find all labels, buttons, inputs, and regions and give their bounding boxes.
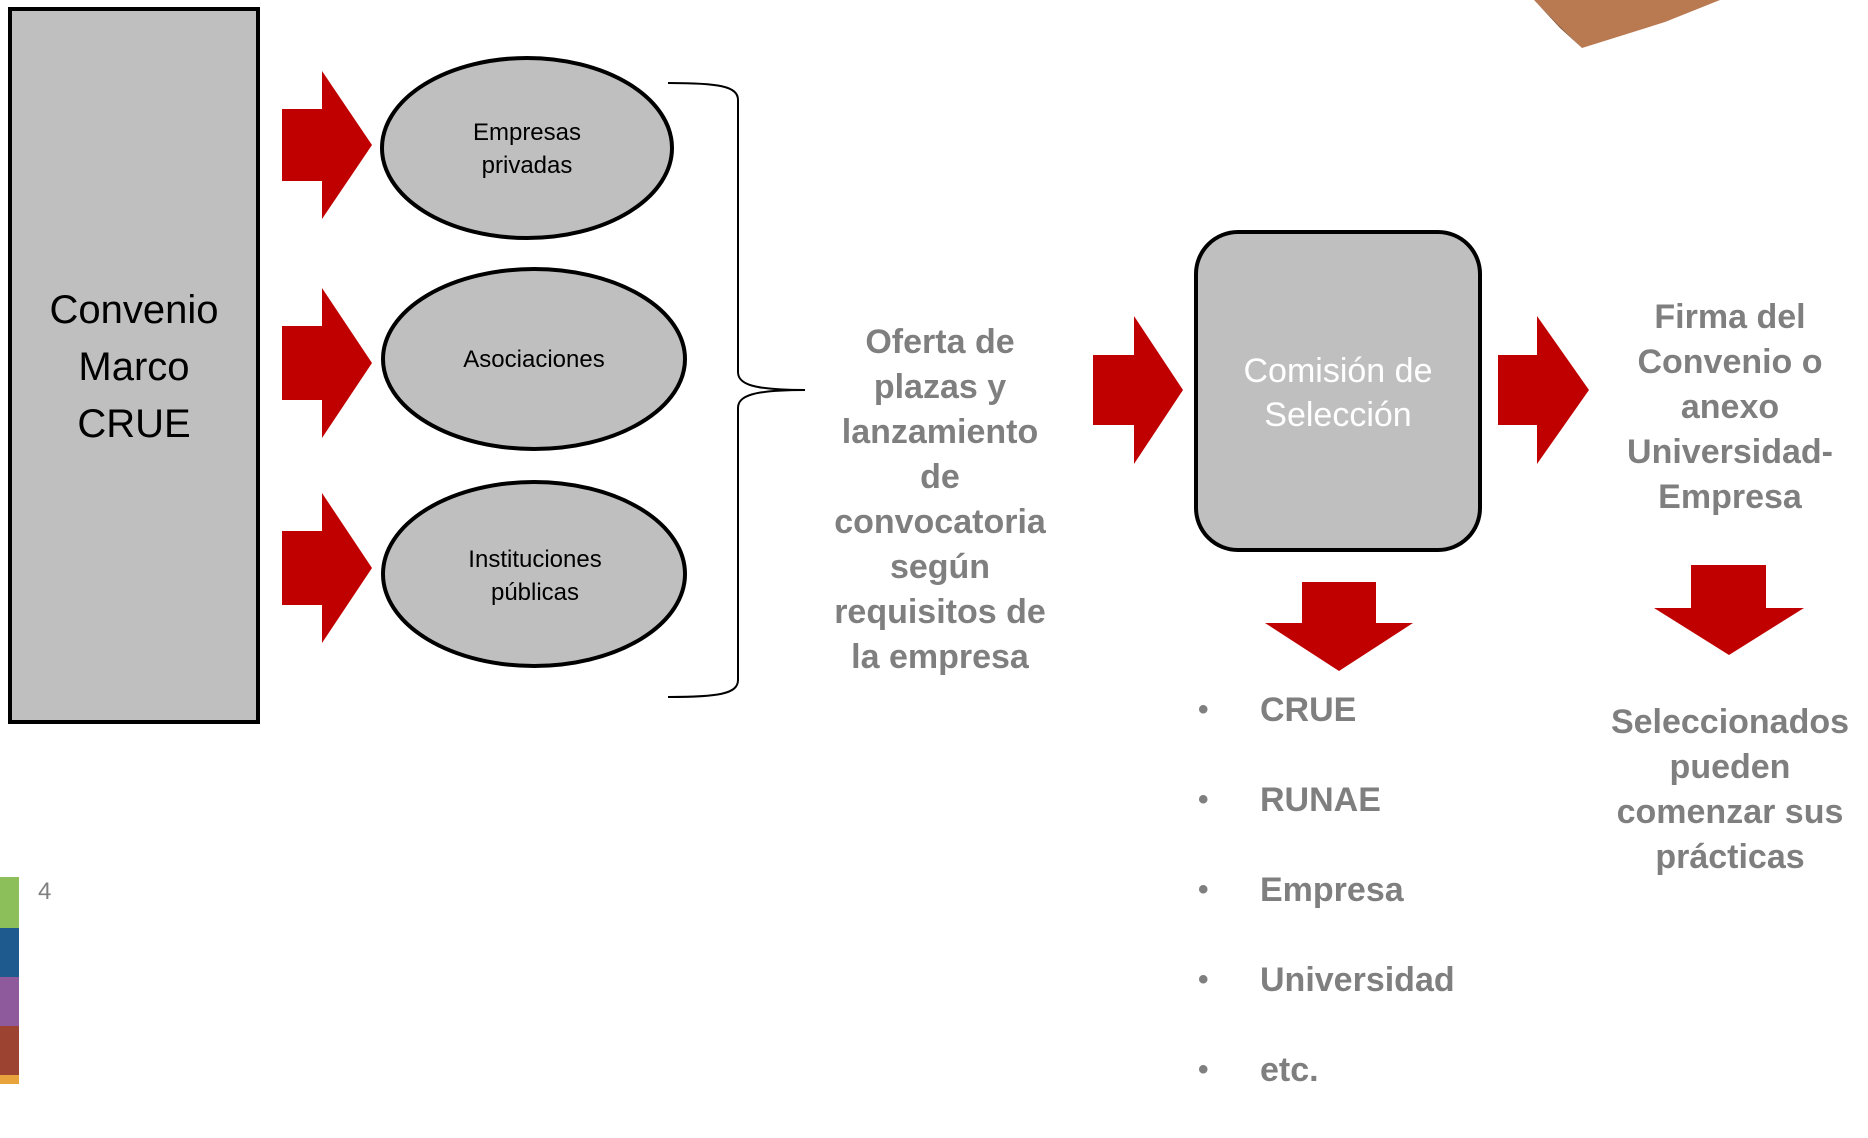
commission-line: Comisión de — [1243, 352, 1433, 390]
arrow-down-icon — [1265, 582, 1413, 671]
offer-line: plazas y — [873, 368, 1007, 406]
partner-line: Empresas — [472, 119, 582, 146]
arrow-right-icon — [282, 71, 372, 219]
arrow-right-icon — [282, 493, 372, 643]
signing-line: Firma del — [1654, 298, 1806, 336]
color-strip-segment — [0, 928, 19, 977]
member-name: RUNAE — [1260, 781, 1381, 819]
signing-line: Convenio o — [1637, 343, 1823, 381]
offer-line: convocatoria — [834, 503, 1046, 541]
corner-decoration — [1534, 0, 1720, 48]
color-strip-segment — [0, 1026, 19, 1075]
partner-line: Instituciones — [468, 546, 602, 573]
arrow-right-icon — [282, 288, 372, 438]
partner-line: públicas — [490, 579, 580, 606]
corner-decoration-shade — [1534, 0, 1582, 48]
bullet-icon: • — [1198, 693, 1209, 726]
member-name: Universidad — [1260, 961, 1455, 999]
partner-line: privadas — [481, 152, 573, 179]
grouping-brace — [667, 82, 806, 698]
offer-line: según — [889, 548, 991, 586]
bullet-icon: • — [1198, 1053, 1209, 1086]
member-name: CRUE — [1260, 691, 1357, 729]
framework-label: Convenio Marco CRUE — [10, 282, 258, 453]
commission-label: Comisión de Selección — [1196, 349, 1480, 437]
arrow-right-icon — [1498, 316, 1589, 464]
member-name: etc. — [1260, 1051, 1319, 1089]
color-strip-segment — [0, 1075, 19, 1084]
bullet-icon: • — [1198, 873, 1209, 906]
color-strip-segment — [0, 977, 19, 1026]
commission-box — [1194, 230, 1482, 552]
signing-line: anexo — [1680, 388, 1780, 426]
signing-line: Universidad- — [1627, 433, 1833, 471]
flow-diagram: Convenio Marco CRUE Empresas privadas As… — [0, 0, 1868, 1089]
member-name: Empresa — [1260, 871, 1404, 909]
list-item: • etc. — [1198, 1048, 1455, 1138]
outcome-line: pueden — [1669, 748, 1791, 786]
outcome-line: prácticas — [1655, 838, 1805, 876]
slide-number: 4 — [38, 878, 52, 905]
partner-oval — [381, 267, 687, 451]
commission-line: Selección — [1264, 396, 1412, 434]
signing-label: Firma del Convenio o anexo Universidad- … — [1590, 295, 1868, 520]
partner-oval — [380, 56, 674, 240]
list-item: • RUNAE — [1198, 778, 1455, 868]
framework-line: CRUE — [77, 402, 191, 446]
bullet-icon: • — [1198, 783, 1209, 816]
partner-arrows — [282, 71, 372, 643]
offer-line: la empresa — [851, 638, 1029, 676]
partner-label-associations: Asociaciones — [434, 343, 634, 376]
offer-line: requisitos de — [834, 593, 1046, 631]
color-strip-segment — [0, 877, 19, 928]
outcome-line: comenzar sus — [1616, 793, 1844, 831]
arrow-right-icon — [1093, 316, 1183, 464]
signing-line: Empresa — [1658, 478, 1802, 516]
outcome-label: Seleccionados pueden comenzar sus prácti… — [1585, 700, 1868, 880]
bullet-icon: • — [1198, 963, 1209, 996]
outcome-line: Seleccionados — [1610, 703, 1850, 741]
offer-label: Oferta de plazas y lanzamiento de convoc… — [810, 320, 1070, 680]
framework-line: Convenio — [49, 288, 219, 332]
partner-label-public-institutions: Instituciones públicas — [430, 543, 640, 609]
offer-line: lanzamiento — [841, 413, 1039, 451]
partner-label-private-companies: Empresas privadas — [432, 116, 622, 182]
framework-box — [8, 7, 260, 724]
framework-line: Marco — [78, 345, 190, 389]
commission-members-list: • CRUE • RUNAE • Empresa • Universidad • etc. — [1198, 688, 1455, 1138]
arrow-down-icon — [1654, 565, 1804, 655]
offer-line: Oferta de — [865, 323, 1015, 361]
list-item: • CRUE — [1198, 688, 1455, 778]
partner-oval — [381, 480, 687, 668]
partner-line: Asociaciones — [463, 346, 605, 373]
list-item: • Universidad — [1198, 958, 1455, 1048]
offer-line: de — [920, 458, 960, 496]
list-item: • Empresa — [1198, 868, 1455, 958]
